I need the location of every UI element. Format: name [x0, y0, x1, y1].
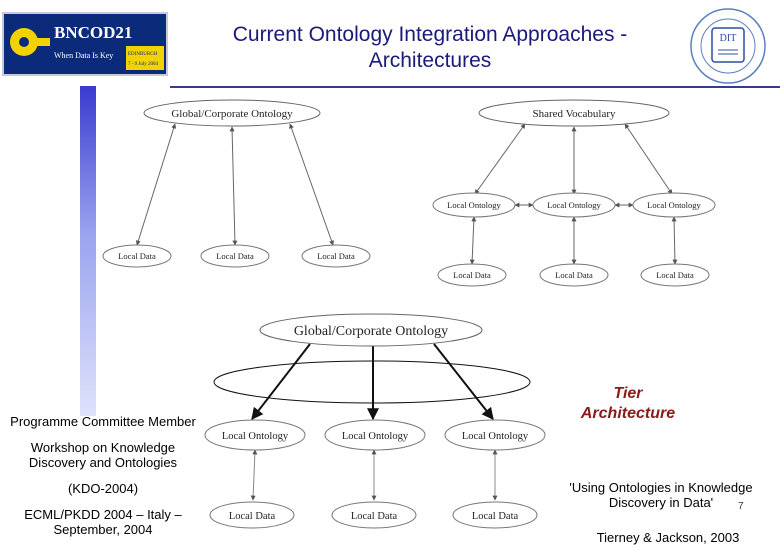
reference-quote: 'Using Ontologies in Knowledge Discovery…: [569, 480, 753, 510]
left-accent-bar: [80, 86, 96, 416]
edge-tier-data-1: [250, 449, 258, 501]
shared-data-node: [539, 263, 609, 287]
shared-ontology-node: [432, 192, 516, 218]
shared-ontology-node: [632, 192, 716, 218]
edge-global-data-3: [289, 123, 334, 246]
slide-title: Current Ontology Integration Approaches …: [232, 23, 628, 72]
tier-ontology-label: Local Ontology: [342, 431, 409, 442]
tier-global-ontology-label: Global/Corporate Ontology: [294, 324, 448, 339]
shared-data-node: [640, 263, 710, 287]
conference-info: ECML/PKDD 2004 – Italy – September, 2004: [24, 507, 182, 537]
tier-architecture-diagram: Global/Corporate Ontology Local Ontology…: [204, 313, 546, 529]
workshop-acronym: (KDO-2004): [67, 481, 139, 496]
shared-ontology-label: Local Ontology: [447, 200, 501, 210]
edge-onto-data-1: [469, 216, 477, 265]
tier-architecture-label: Tier Architecture: [580, 385, 676, 422]
reference-authors: Tierney & Jackson, 2003: [596, 530, 740, 545]
tier-data-node: [331, 501, 417, 529]
shared-data-label: Local Data: [656, 270, 694, 280]
tier-data-label: Local Data: [472, 511, 519, 522]
dit-seal-logo: DIT: [688, 6, 768, 86]
shared-vocabulary-node: [478, 99, 670, 127]
global-data-label: Local Data: [216, 251, 254, 261]
edge-tier-onto-3: [433, 343, 494, 420]
title-divider: [170, 86, 780, 88]
tier-global-ontology-node: [259, 313, 483, 347]
shared-data-label: Local Data: [453, 270, 491, 280]
shared-vocabulary-label: Shared Vocabulary: [533, 108, 616, 120]
committee-text-block: Programme Committee Member Workshop on K…: [8, 414, 198, 537]
tier-ontology-node: [444, 419, 546, 451]
global-data-node: [102, 244, 172, 268]
tier-highlight-ellipse: [213, 360, 531, 404]
global-ontology-node: [143, 99, 321, 127]
global-data-label: Local Data: [317, 251, 355, 261]
shared-vocabulary-diagram: Shared Vocabulary Local Ontology Local O…: [432, 99, 716, 287]
edge-global-data-1: [135, 123, 177, 246]
tier-ontology-label: Local Ontology: [222, 431, 289, 442]
global-data-node: [301, 244, 371, 268]
committee-role: Programme Committee Member: [10, 414, 196, 429]
shared-ontology-label: Local Ontology: [647, 200, 701, 210]
global-ontology-diagram: Global/Corporate Ontology Local Data Loc…: [102, 99, 371, 268]
tier-data-label: Local Data: [351, 511, 398, 522]
tier-ontology-node: [324, 419, 426, 451]
logo-left-badge-line1: EDINBURGH: [128, 52, 158, 57]
shared-data-label: Local Data: [555, 270, 593, 280]
global-data-node: [200, 244, 270, 268]
global-ontology-label: Global/Corporate Ontology: [171, 108, 293, 120]
workshop-name: Workshop on Knowledge Discovery and Onto…: [28, 440, 178, 470]
shared-ontology-label: Local Ontology: [547, 200, 601, 210]
edge-global-data-2: [229, 126, 238, 246]
page-number: 7: [738, 501, 744, 512]
dit-seal-name: DIT: [720, 33, 737, 44]
bncod21-logo: BNCOD21 When Data Is Key EDINBURGH 7 - 9…: [2, 12, 168, 76]
shared-ontology-node: [532, 192, 616, 218]
tier-ontology-label: Local Ontology: [462, 431, 529, 442]
logo-left-badge-line2: 7 - 9 July 2004: [128, 62, 159, 67]
edge-vocab-onto-1: [474, 123, 526, 195]
shared-data-node: [437, 263, 507, 287]
tier-data-node: [209, 501, 295, 529]
tier-data-node: [452, 501, 538, 529]
logo-left-tagline: When Data Is Key: [54, 51, 113, 60]
logo-left-name: BNCOD21: [54, 23, 132, 42]
edge-tier-onto-1: [251, 343, 311, 420]
tier-ontology-node: [204, 419, 306, 451]
global-data-label: Local Data: [118, 251, 156, 261]
edge-vocab-onto-3: [624, 123, 673, 195]
tier-data-label: Local Data: [229, 511, 276, 522]
edge-onto-data-3: [671, 216, 678, 265]
